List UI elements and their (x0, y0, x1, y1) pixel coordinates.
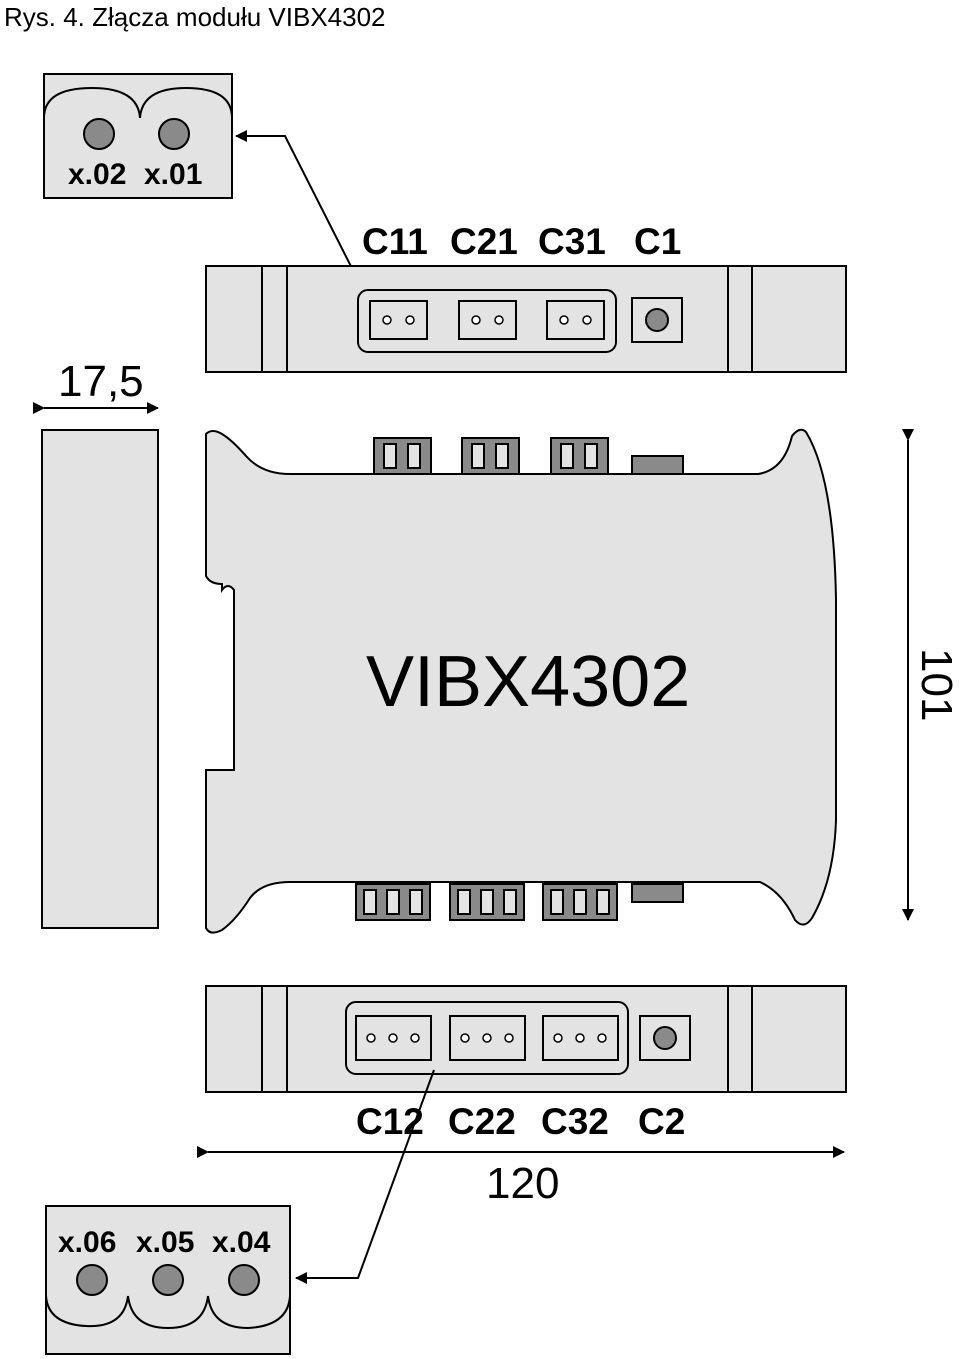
top-socket-c11 (369, 300, 428, 340)
terminal-label-x05: x.05 (136, 1226, 194, 1259)
top-socket-c31 (546, 300, 605, 340)
front-bottom-plug-c32 (542, 883, 618, 921)
front-bottom-plug-c22 (449, 883, 525, 921)
connector-label-c2: C2 (638, 1101, 685, 1142)
connector-label-c1: C1 (634, 221, 681, 262)
terminal-screw-x05 (152, 1264, 184, 1296)
terminal-screw-x06 (76, 1264, 108, 1296)
front-bottom-plug-c2 (631, 883, 684, 903)
model-name: VIBX4302 (366, 642, 690, 722)
dimension-length: 120 (486, 1159, 559, 1208)
top-view (205, 265, 847, 373)
bottom-view (205, 985, 847, 1093)
top-socket-c21 (458, 300, 517, 340)
connector-label-c12: C12 (356, 1101, 424, 1142)
terminal-screw-x04 (228, 1264, 260, 1296)
connector-label-c22: C22 (448, 1101, 516, 1142)
height-dimension: 101 (902, 429, 960, 921)
terminal-screw-x02 (83, 118, 115, 150)
terminal-label-x01: x.01 (144, 158, 202, 191)
front-view: VIBX4302 (205, 428, 837, 934)
bottom-socket-c32 (542, 1015, 619, 1061)
front-bottom-plug-c12 (355, 883, 431, 921)
top-socket-c1 (631, 297, 683, 343)
side-view: 17,5 (33, 357, 159, 929)
connector-label-c31: C31 (538, 221, 606, 262)
bottom-socket-c2 (639, 1015, 691, 1061)
front-top-plug-c31 (550, 437, 609, 475)
terminal-label-x04: x.04 (212, 1226, 271, 1259)
connector-label-c11: C11 (362, 221, 428, 262)
front-top-plug-c21 (461, 437, 520, 475)
top-terminal-block: x.02 x.01 (43, 73, 233, 199)
top-leader-arrow (235, 130, 367, 297)
bottom-leader-arrow (295, 1069, 435, 1284)
terminal-screw-x01 (158, 118, 190, 150)
bottom-socket-c12 (355, 1015, 432, 1061)
terminal-label-x02: x.02 (68, 158, 126, 191)
front-top-plug-c1 (631, 455, 684, 475)
bottom-socket-c22 (449, 1015, 526, 1061)
length-dimension: 120 (197, 1146, 845, 1208)
connector-label-c32: C32 (541, 1101, 609, 1142)
terminal-label-x06: x.06 (58, 1226, 116, 1259)
dimension-width: 17,5 (58, 357, 144, 406)
connector-label-c21: C21 (450, 221, 518, 262)
bottom-terminal-block: x.06 x.05 x.04 (45, 1205, 291, 1355)
front-top-plug-c11 (373, 437, 432, 475)
dimension-height: 101 (912, 648, 960, 721)
figure-caption: Rys. 4. Złącza modułu VIBX4302 (4, 2, 386, 32)
